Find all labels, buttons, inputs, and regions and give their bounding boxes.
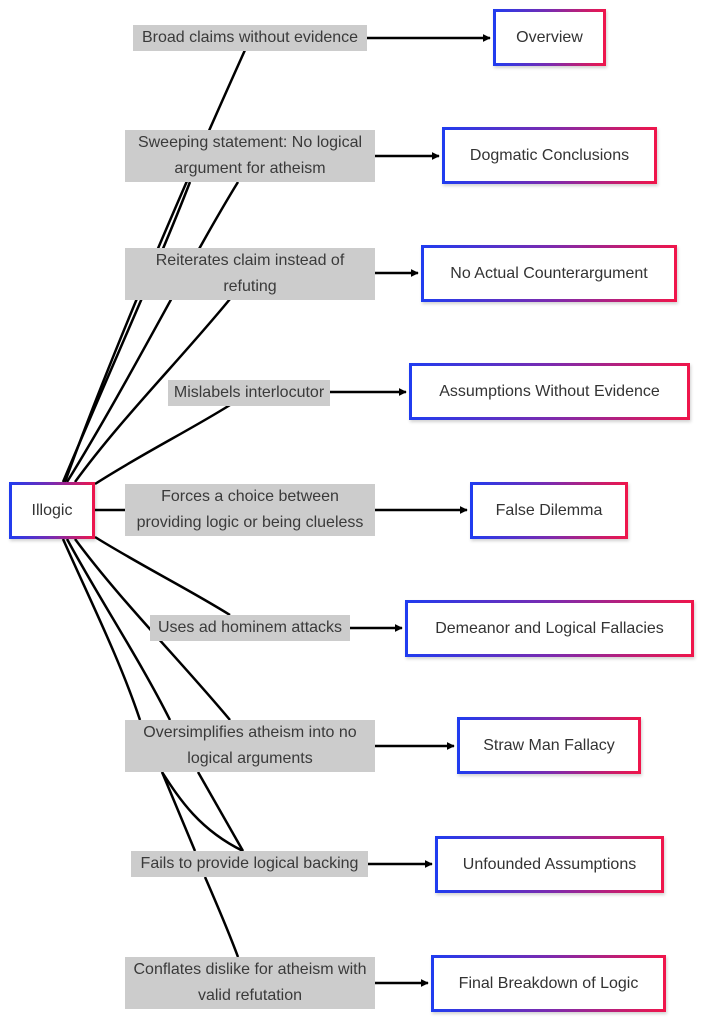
edge-label7-pass-b xyxy=(196,771,245,852)
target-node-dogmatic-conclusions[interactable]: Dogmatic Conclusions xyxy=(442,127,657,184)
target-node-demeanor-and-logical-fallacies[interactable]: Demeanor and Logical Fallacies xyxy=(405,600,694,657)
edge-root-to-label-6b xyxy=(65,538,172,721)
edge-root-to-label-6c xyxy=(61,538,142,721)
root-node-label: Illogic xyxy=(31,501,73,519)
edge-root-to-label-1 xyxy=(61,181,192,483)
edge-label-0: Broad claims without evidence xyxy=(133,25,367,51)
edge-label-7: Fails to provide logical backing xyxy=(131,851,368,877)
edge-label7-pass xyxy=(160,771,197,852)
edge-label-5: Uses ad hominem attacks xyxy=(150,615,350,641)
edge-root-to-label-8 xyxy=(203,876,240,958)
edge-label-2: Reiterates claim instead of refuting xyxy=(125,248,375,300)
edge-label-1: Sweeping statement: No logical argument … xyxy=(125,130,375,182)
target-node-assumptions-without-evidence[interactable]: Assumptions Without Evidence xyxy=(409,363,690,420)
target-node-straw-man-fallacy[interactable]: Straw Man Fallacy xyxy=(457,717,641,774)
root-node-illogic[interactable]: Illogic xyxy=(9,482,95,539)
target-node-unfounded-assumptions[interactable]: Unfounded Assumptions xyxy=(435,836,664,893)
target-node-no-actual-counterargument[interactable]: No Actual Counterargument xyxy=(421,245,677,302)
edge-label-6: Oversimplifies atheism into no logical a… xyxy=(125,720,375,772)
edge-root-to-label-2 xyxy=(73,298,231,483)
edge-label-8: Conflates dislike for atheism with valid… xyxy=(125,957,375,1009)
edge-root-to-label-5 xyxy=(94,535,231,617)
edge-root-to-label-1b xyxy=(65,181,240,483)
edge-root-to-label-3 xyxy=(94,403,231,486)
edge-label-4: Forces a choice between providing logic … xyxy=(125,484,375,536)
target-node-overview[interactable]: Overview xyxy=(493,9,606,66)
edge-label-3: Mislabels interlocutor xyxy=(168,380,330,406)
target-node-false-dilemma[interactable]: False Dilemma xyxy=(470,482,628,539)
target-node-final-breakdown-of-logic[interactable]: Final Breakdown of Logic xyxy=(431,955,666,1012)
edge-root-to-label-7 xyxy=(160,771,244,853)
